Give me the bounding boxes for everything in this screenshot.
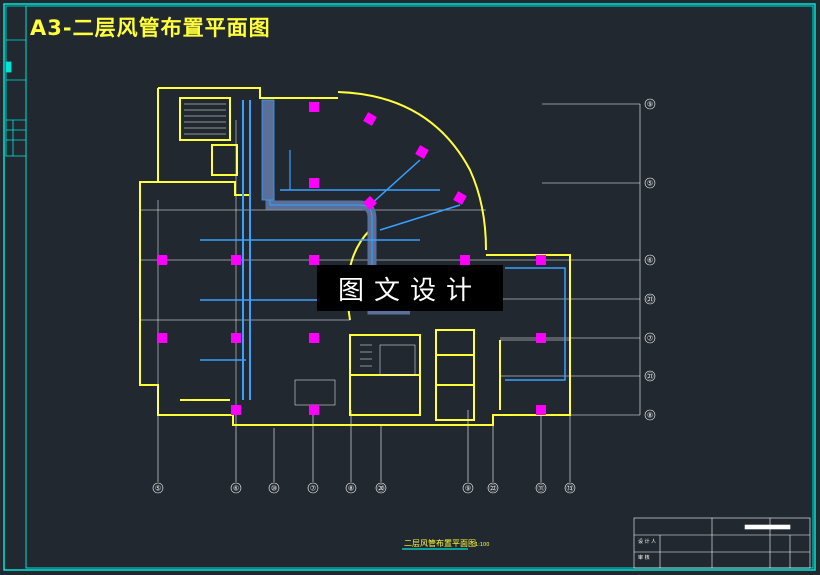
bottom-axis-label: ⑤	[155, 485, 161, 493]
right-axis-bubble	[644, 254, 656, 266]
bottom-axis-label: ㉒	[490, 485, 497, 493]
bottom-axis-label: ⑬	[567, 485, 574, 493]
bottom-axis-bubble	[307, 482, 319, 494]
binding-strip	[5, 5, 27, 157]
bottom-axis-bubble	[462, 482, 474, 494]
bottom-axis-bubble	[487, 482, 499, 494]
air-diffusers	[157, 102, 546, 415]
bottom-axis-label: ⑥	[233, 485, 239, 493]
right-axis-bubble	[644, 409, 656, 421]
drawing-scale: 1:100	[475, 542, 490, 548]
title-block	[633, 517, 811, 569]
right-axis-label: ⑥	[647, 257, 653, 265]
bottom-axis-label: ⑨	[465, 485, 471, 493]
bottom-axis-label: ⑳	[378, 485, 385, 493]
bottom-axis-label: ⑦	[310, 485, 316, 493]
bottom-axis-bubble	[268, 482, 280, 494]
bottom-axis-bubble	[564, 482, 576, 494]
bottom-axis-lines	[157, 405, 571, 482]
stair-hatching	[184, 103, 372, 367]
bottom-axis-label: ⑩	[271, 485, 277, 493]
right-axis-label: ㉑	[647, 296, 654, 304]
bottom-axis-labels: ⑤ ⑥ ⑩ ⑦ ⑧ ⑳ ⑨ ㉒ ⑪ ⑬	[152, 482, 576, 494]
right-axis-label: ㉑	[647, 373, 654, 381]
right-axis-bubble	[644, 177, 656, 189]
drawing-caption: 二层风管布置平面图	[404, 539, 476, 548]
bottom-axis-label: ⑧	[348, 485, 354, 493]
building-walls	[139, 87, 571, 426]
watermark: 图文设计	[317, 265, 503, 311]
right-axis-labels: ⑨ ⑤ ⑥ ㉑ ⑦ ㉑ ⑧	[644, 98, 656, 421]
bottom-axis-bubble	[345, 482, 357, 494]
bottom-axis-bubble	[375, 482, 387, 494]
bottom-axis-bubble	[152, 482, 164, 494]
title-block-designer: 设 计 人	[638, 539, 657, 545]
right-axis-label: ⑧	[647, 412, 653, 420]
drawing-title: A3-二层风管布置平面图	[30, 16, 271, 40]
right-axis-bubble	[644, 332, 656, 344]
inner-frame	[25, 5, 814, 569]
right-axis-bubble	[644, 98, 656, 110]
bottom-axis-bubble	[230, 482, 242, 494]
right-axis-bubble	[644, 293, 656, 305]
bottom-axis-bubble	[535, 482, 547, 494]
bottom-axis-label: ⑪	[538, 485, 545, 493]
right-axis-label: ⑤	[647, 180, 653, 188]
right-axis-bubble	[644, 370, 656, 382]
right-axis-label: ⑨	[647, 101, 653, 109]
right-axis-label: ⑦	[647, 335, 653, 343]
ductwork	[200, 99, 566, 400]
outer-frame	[3, 3, 816, 571]
title-block-reviewer: 审 核	[638, 555, 650, 561]
